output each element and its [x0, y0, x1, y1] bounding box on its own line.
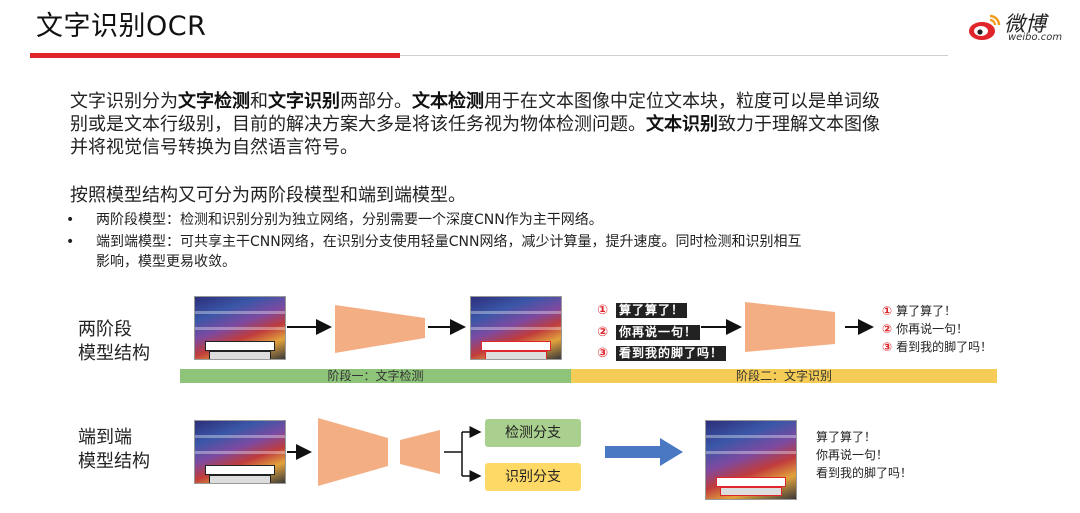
weibo-logo: 微博 weibo.com — [968, 8, 1068, 44]
brand-name: 微博 — [1004, 12, 1046, 36]
shared-backbone-trapezoid — [318, 418, 388, 486]
big-blue-arrow — [605, 438, 683, 466]
bullet-text: 两阶段模型：检测和识别分别为独立网络，分别需要一个深度CNN作为主干网络。 — [96, 212, 603, 228]
detect-branch-box: 检测分支 — [485, 419, 581, 447]
fork-line — [444, 432, 463, 476]
result-text: 你再说一句！ — [896, 322, 969, 336]
end-to-end-label-line1: 端到端 — [78, 427, 132, 448]
e2e-input-image — [194, 420, 286, 484]
title-underline — [400, 55, 948, 56]
recog-branch-box: 识别分支 — [485, 463, 581, 491]
term-text-recog: 文本识别 — [646, 114, 718, 135]
bullet-end-to-end: • 端到端模型：可共享主干CNN网络，在识别分支使用轻量CNN网络，减少计算量，提… — [66, 232, 802, 252]
weibo-eye-icon — [969, 14, 1001, 40]
page-title: 文字识别OCR — [36, 11, 207, 42]
intro-text: 和 — [250, 91, 268, 112]
term-text-detect: 文本检测 — [412, 91, 484, 112]
e2e-result-1: 算了算了！ — [816, 430, 877, 444]
e2e-result-3: 看到我的脚了吗！ — [816, 466, 913, 480]
models-heading: 按照模型结构又可分为两阶段模型和端到端模型。 — [70, 185, 466, 206]
detected-image — [470, 296, 562, 360]
intro-text: 两部分。 — [340, 91, 412, 112]
crop-text-3: 看到我的脚了吗！ — [615, 345, 728, 362]
recognition-network-trapezoid — [745, 302, 835, 352]
detection-network-trapezoid — [335, 305, 425, 353]
crop-text-2: 你再说一句！ — [615, 324, 702, 341]
result-num: ③ — [882, 340, 893, 354]
e2e-results: 算了算了！ 你再说一句！ 看到我的脚了吗！ — [816, 428, 912, 482]
intro-text: 致力于理解文本图像 — [718, 114, 880, 135]
intro-text: 用于在文本图像中定位文本块，粒度可以是单词级 — [484, 91, 880, 112]
result-text: 算了算了！ — [896, 304, 957, 318]
end-to-end-label: 端到端 模型结构 — [78, 426, 150, 474]
crop-num-1: ① — [597, 303, 609, 318]
term-text-recognition: 文字识别 — [268, 91, 340, 112]
end-to-end-flow — [287, 418, 683, 486]
intro-text: 别或是文本行级别，目前的解决方案大多是将该任务视为物体检测问题。 — [70, 114, 646, 135]
term-text-detection: 文字检测 — [178, 91, 250, 112]
title-underline-accent — [30, 53, 400, 58]
intro-line-1: 文字识别分为文字检测和文字识别两部分。文本检测用于在文本图像中定位文本块，粒度可… — [70, 90, 1010, 113]
bullet-dot: • — [66, 212, 75, 228]
crop-text-1: 算了算了！ — [615, 302, 689, 319]
brand-domain: weibo.com — [1008, 32, 1063, 43]
light-branch-trapezoid — [400, 430, 440, 474]
intro-line-3: 并将视觉信号转换为自然语言符号。 — [70, 137, 358, 158]
intro-line-2: 别或是文本行级别，目前的解决方案大多是将该任务视为物体检测问题。文本识别致力于理… — [70, 113, 1010, 136]
bullet-text: 端到端模型：可共享主干CNN网络，在识别分支使用轻量CNN网络，减少计算量，提升… — [96, 234, 802, 250]
input-image — [194, 296, 286, 360]
result-text: 看到我的脚了吗！ — [896, 340, 993, 354]
e2e-result-2: 你再说一句！ — [816, 448, 889, 462]
intro-paragraph: 文字识别分为文字检测和文字识别两部分。文本检测用于在文本图像中定位文本块，粒度可… — [70, 90, 1010, 159]
stage-one-bar: 阶段一：文字检测 — [180, 369, 571, 383]
end-to-end-label-line2: 模型结构 — [78, 451, 150, 472]
bullet-end-to-end-cont: 影响，模型更易收敛。 — [96, 254, 236, 270]
two-stage-label-line1: 两阶段 — [78, 319, 132, 340]
two-stage-label: 两阶段 模型结构 — [78, 318, 150, 366]
intro-text: 文字识别分为 — [70, 91, 178, 112]
crop-num-2: ② — [597, 325, 609, 340]
bullet-dot: • — [66, 234, 75, 250]
e2e-output-image — [705, 420, 797, 500]
two-stage-label-line2: 模型结构 — [78, 343, 150, 364]
crop-num-3: ③ — [597, 346, 609, 361]
result-num: ② — [882, 322, 893, 336]
two-stage-arrows — [287, 302, 874, 353]
bullet-two-stage: • 两阶段模型：检测和识别分别为独立网络，分别需要一个深度CNN作为主干网络。 — [66, 210, 603, 230]
stage-two-bar: 阶段二：文字识别 — [571, 369, 997, 383]
result-num: ① — [882, 304, 893, 318]
